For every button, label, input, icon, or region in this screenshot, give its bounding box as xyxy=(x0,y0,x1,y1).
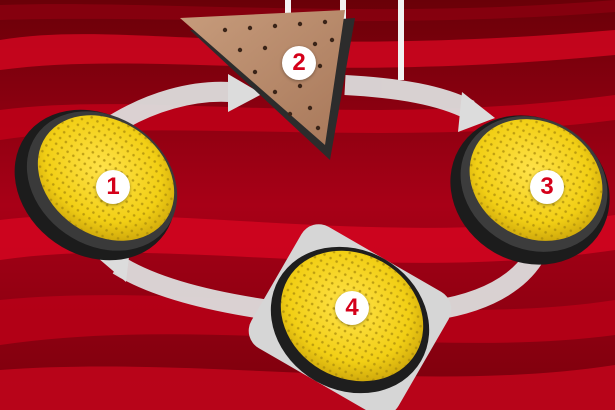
step-number-badge-2: 2 xyxy=(282,46,316,80)
step-number-badge-1: 1 xyxy=(96,170,130,204)
step-number-badge-4: 4 xyxy=(335,291,369,325)
step-number-badge-3: 3 xyxy=(530,170,564,204)
